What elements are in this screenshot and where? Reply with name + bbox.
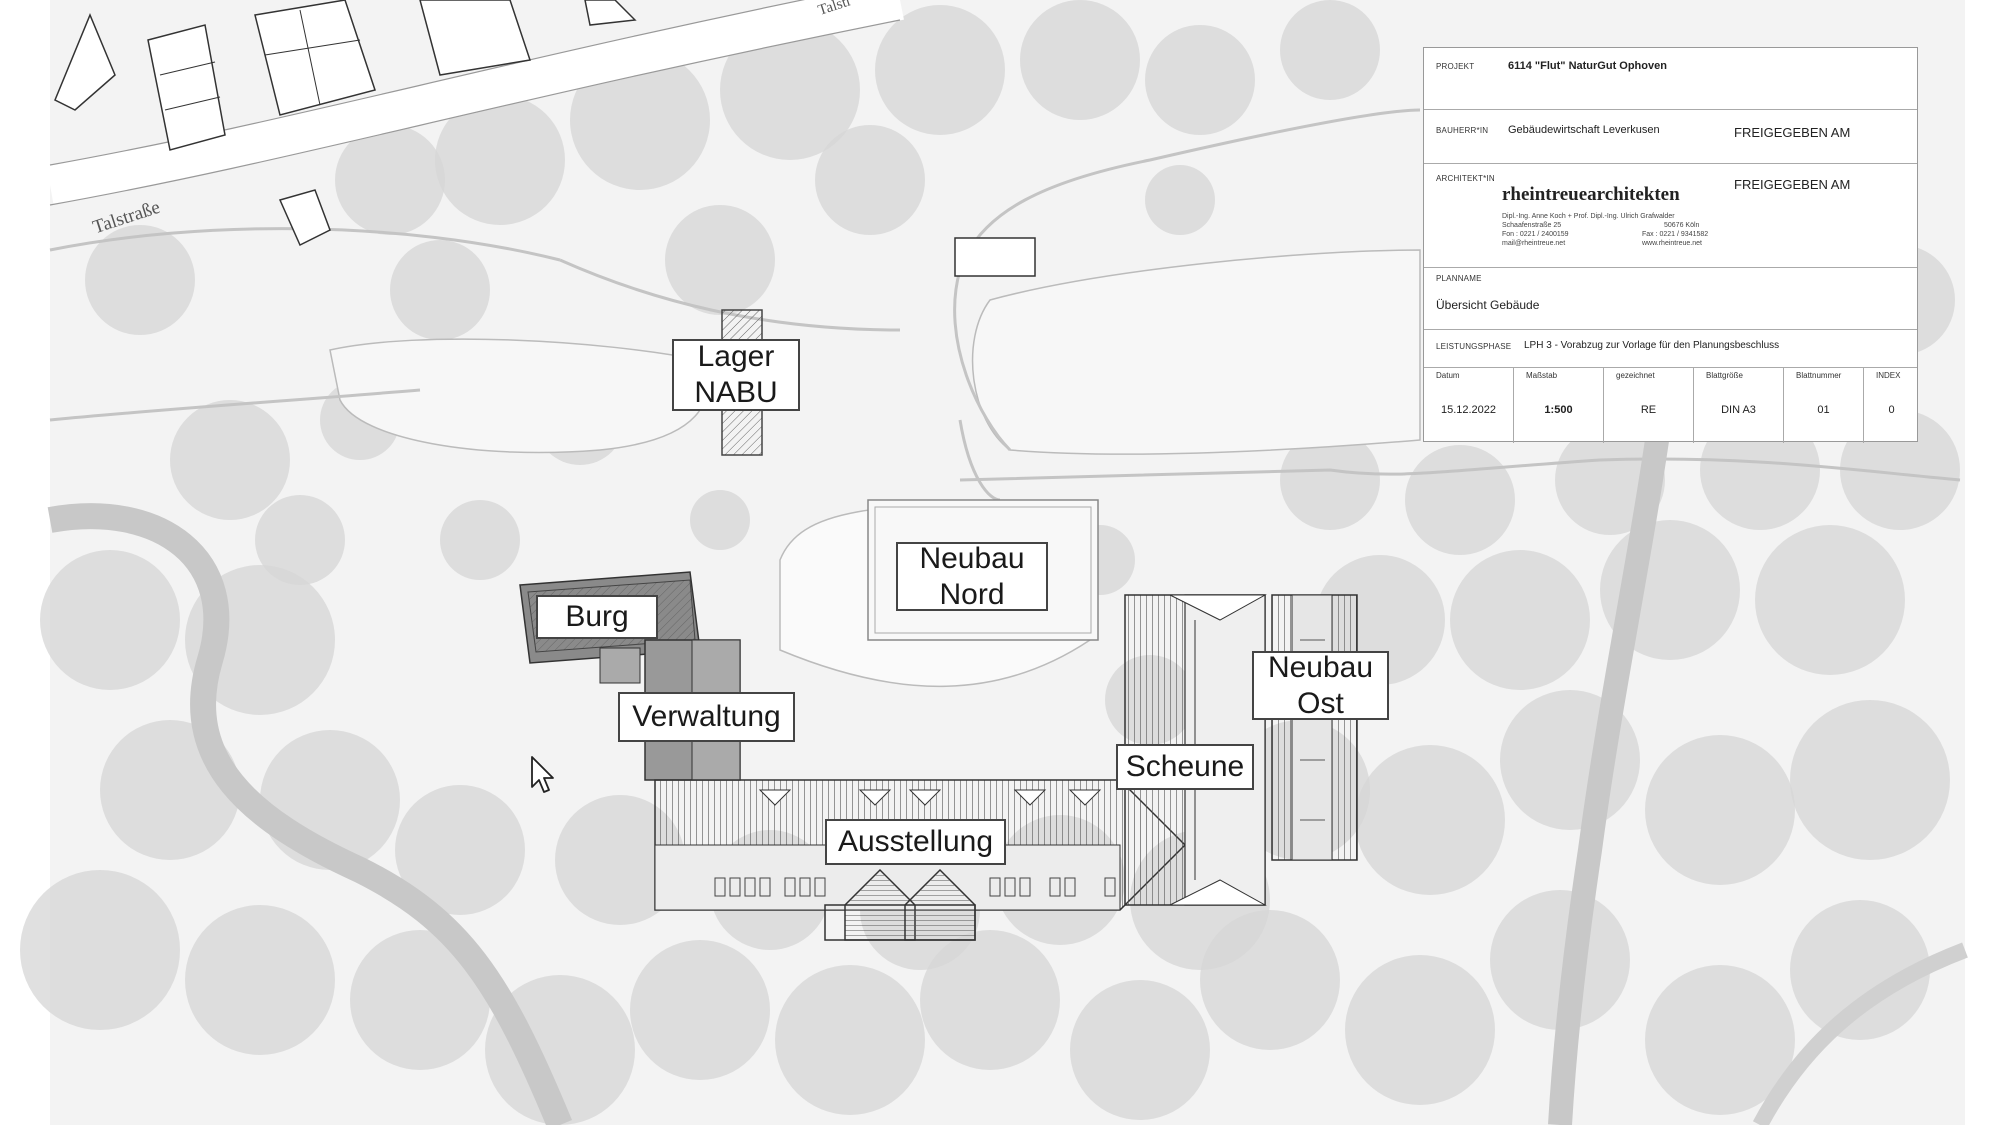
label-line: Lager (697, 340, 775, 373)
projekt-row: PROJEKT 6114 "Flut" NaturGut Ophoven (1424, 48, 1917, 110)
meta-value: 0 (1888, 404, 1895, 416)
projekt-key: PROJEKT (1436, 62, 1475, 71)
bauherr-value: Gebäudewirtschaft Leverkusen (1508, 124, 1660, 136)
meta-key: Datum (1436, 371, 1460, 380)
meta-cell-blattgroesse: Blattgröße DIN A3 (1694, 368, 1784, 443)
mouse-pointer-icon (531, 756, 554, 793)
firm-line-2-right: 50676 Köln (1664, 222, 1700, 229)
label-line: NABU (694, 376, 778, 409)
meta-value: 15.12.2022 (1440, 404, 1497, 416)
talstrasse-road (46, 0, 904, 205)
label-neubau-nord[interactable]: Neubau Nord (896, 542, 1048, 611)
label-scheune[interactable]: Scheune (1116, 744, 1254, 790)
stream (47, 503, 573, 1130)
bauherr-row: BAUHERR*IN Gebäudewirtschaft Leverkusen … (1424, 110, 1917, 164)
meta-key: Blattnummer (1796, 371, 1842, 380)
label-verwaltung[interactable]: Verwaltung (618, 692, 795, 742)
freigegeben-label-1: FREIGEGEBEN AM (1734, 125, 1851, 140)
firm-line-3-right: Fax : 0221 / 9341582 (1642, 231, 1709, 238)
projekt-value: 6114 "Flut" NaturGut Ophoven (1508, 60, 1667, 72)
meta-row: Datum 15.12.2022 Maßstab 1:500 gezeichne… (1424, 368, 1917, 443)
meta-cell-massstab: Maßstab 1:500 (1514, 368, 1604, 443)
label-line: Neubau (919, 541, 1025, 575)
architekt-row: ARCHITEKT*IN FREIGEGEBEN AM rheintreuear… (1424, 164, 1917, 268)
label-line: Burg (565, 600, 629, 633)
planname-row: PLANNAME Übersicht Gebäude (1424, 268, 1917, 330)
phase-value: LPH 3 - Vorabzug zur Vorlage für den Pla… (1524, 340, 1780, 351)
label-neubau-ost[interactable]: Neubau Ost (1252, 651, 1389, 720)
bauherr-key: BAUHERR*IN (1436, 126, 1489, 135)
meta-key: Blattgröße (1706, 371, 1743, 380)
freigegeben-label-2: FREIGEGEBEN AM (1734, 177, 1851, 192)
phase-key: LEISTUNGSPHASE (1436, 342, 1512, 351)
meta-cell-blattnummer: Blattnummer 01 (1784, 368, 1864, 443)
meta-cell-datum: Datum 15.12.2022 (1424, 368, 1514, 443)
firm-line-1: Dipl.-Ing. Anne Koch + Prof. Dipl.-Ing. … (1502, 213, 1675, 220)
label-line: Nord (939, 577, 1005, 611)
stream-east (1548, 418, 1672, 1126)
firm-line-4: mail@rheintreue.net (1502, 240, 1566, 247)
label-line: Ausstellung (837, 825, 994, 858)
meta-cell-gezeichnet: gezeichnet RE (1604, 368, 1694, 443)
phase-row: LEISTUNGSPHASE LPH 3 - Vorabzug zur Vorl… (1424, 330, 1917, 368)
label-line: Neubau (1267, 650, 1374, 684)
meta-key: Maßstab (1526, 371, 1558, 380)
plan-title-block: PROJEKT 6114 "Flut" NaturGut Ophoven BAU… (1423, 47, 1918, 443)
label-lager-nabu[interactable]: Lager NABU (672, 339, 800, 411)
firm-line-3: Fon : 0221 / 2400159 (1502, 231, 1569, 238)
firm-line-2: Schaafenstraße 25 (1502, 222, 1562, 229)
meta-key: INDEX (1876, 371, 1901, 380)
label-burg[interactable]: Burg (536, 595, 658, 639)
label-line: Ost (1297, 686, 1344, 720)
label-line: Verwaltung (632, 700, 781, 733)
meta-value: RE (1640, 404, 1657, 416)
planname-key: PLANNAME (1436, 274, 1482, 283)
firm-line-4-right: www.rheintreue.net (1642, 240, 1702, 247)
tree-canopies (20, 0, 1960, 1125)
meta-value: DIN A3 (1721, 404, 1756, 416)
meta-value: 1:500 (1544, 404, 1573, 416)
planname-value: Übersicht Gebäude (1436, 298, 1540, 312)
meta-key: gezeichnet (1616, 371, 1655, 380)
architekt-key: ARCHITEKT*IN (1436, 174, 1495, 183)
meta-cell-index: INDEX 0 (1864, 368, 1919, 443)
label-line: Scheune (1125, 750, 1245, 783)
meta-value: 01 (1817, 404, 1830, 416)
firm-logo: rheintreuearchitekten (1502, 184, 1680, 205)
label-ausstellung[interactable]: Ausstellung (825, 819, 1006, 865)
